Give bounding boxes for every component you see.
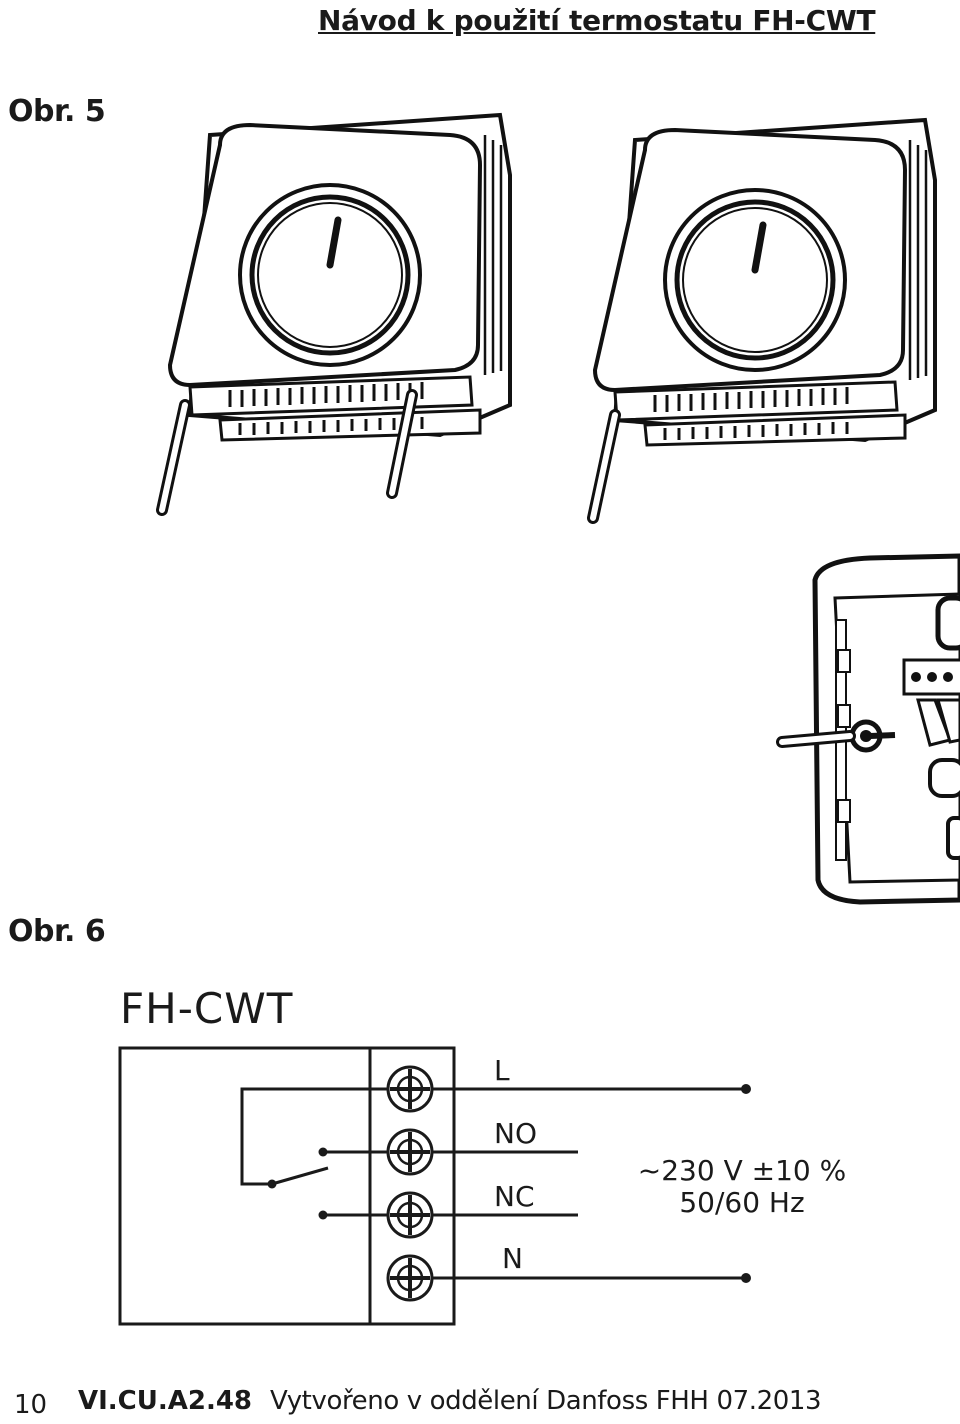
figure-6-label: Obr. 6 [8,914,106,949]
screw-terminal-icon [386,1254,434,1302]
model-label: FH-CWT [120,984,294,1033]
screw-terminal-icon [386,1065,434,1113]
footer-note: Vytvořeno v oddělení Danfoss FHH 07.2013 [270,1386,822,1416]
thermostat-illustration-left [156,115,510,516]
relay-switch-contact [271,1166,329,1186]
thermostat-open-illustration [776,553,960,905]
page-number: 10 [14,1390,48,1420]
document-code: VI.CU.A2.48 [78,1386,253,1416]
terminal-label-n: N [502,1242,523,1275]
page-title: Návod k použití termostatu FH-CWT [318,4,876,37]
terminal-label-l: L [494,1054,510,1087]
internal-wire-l [240,1087,410,1186]
supply-voltage: ~230 V ±10 % [638,1154,846,1187]
screw-terminal-icon [386,1191,434,1239]
terminal-label-nc: NC [494,1180,535,1213]
terminal-label-no: NO [494,1117,537,1150]
thermostat-illustration-right [587,120,935,524]
supply-terminal-l [741,1084,751,1094]
screw-terminal-icon [386,1128,434,1176]
wiring-diagram [118,1046,751,1326]
supply-terminal-n [741,1273,751,1283]
thermostat-box [118,1046,456,1326]
supply-frequency: 50/60 Hz [679,1186,804,1219]
figure-5-label: Obr. 5 [8,94,106,129]
